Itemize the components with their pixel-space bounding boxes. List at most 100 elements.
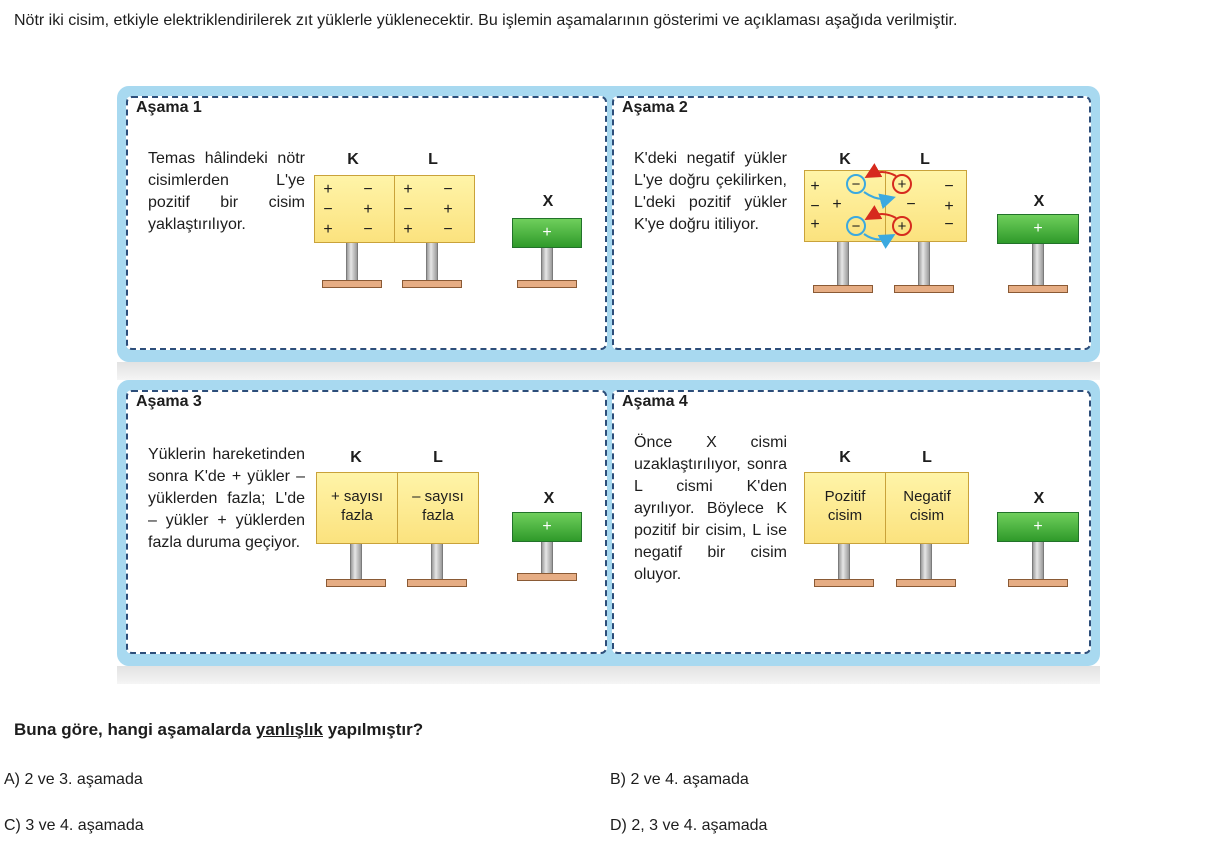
stage-2-k-base	[813, 285, 873, 293]
stage-1-l-charge: +	[403, 181, 413, 198]
stage-3-text: Yüklerin hareketinden sonra K'de + yükle…	[148, 446, 305, 551]
stage-1-l-stand	[426, 243, 438, 281]
stage-2-k-charge: −	[810, 198, 820, 215]
stage-1-x-base	[517, 280, 577, 288]
stage-3-x-body: +	[512, 512, 582, 542]
stage-4-k-base	[814, 579, 874, 587]
stage-2-l-label: L	[920, 151, 930, 168]
red-arrow	[864, 163, 897, 178]
stage-2-k-charge: +	[832, 196, 842, 213]
stage-4-title: Aşama 4	[622, 393, 688, 410]
stage-1-l-base	[402, 280, 462, 288]
stage-4-x-stand	[1032, 542, 1044, 580]
stage-4-text: Önce X cismi uzaklaştırılıyor, sonra L c…	[634, 434, 787, 583]
stage-2-l-charge: −	[944, 216, 954, 233]
option-d[interactable]: D) 2, 3 ve 4. aşamada	[610, 817, 768, 834]
stage-4-k-text: Pozitif cisim	[824, 488, 866, 524]
stage-4-l-label: L	[922, 449, 932, 466]
stage-4-l-text: Negatif cisim	[903, 488, 951, 524]
stage-3-l-label: L	[433, 449, 443, 466]
stage-2-k-label: K	[839, 151, 851, 168]
stage-1-k-base	[322, 280, 382, 288]
blue-arrow	[863, 233, 896, 249]
question-underlined-word: yanlışlık	[255, 720, 323, 739]
stage-2-title: Aşama 2	[622, 99, 688, 116]
stage-3-k-stand	[350, 544, 362, 580]
stage-1-x-stand	[541, 248, 553, 280]
stage-1-x-label: X	[542, 193, 554, 210]
stage-3-l-base	[407, 579, 467, 587]
stage-1-l-body: + − − + + −	[394, 175, 475, 243]
stage-4-x-charge: +	[1033, 518, 1043, 535]
stage-3-x-stand	[541, 542, 553, 574]
stage-1-x-body: +	[512, 218, 582, 248]
stage-2-l-charge: +	[944, 198, 954, 215]
stage-1-x-charge: +	[542, 224, 552, 241]
stage-1-k-stand	[346, 243, 358, 281]
stage-2-k-charge: +	[810, 216, 820, 233]
stage-1-k-body: + − − + + −	[314, 175, 395, 243]
stage-4-k-label: K	[839, 449, 851, 466]
stage-1-text: Temas hâlindeki nötr cisimlerden L'ye po…	[148, 150, 305, 233]
stage-2-charge-migration-diagram: − − + +	[846, 163, 912, 249]
stage-1-k-label: K	[347, 151, 359, 168]
stage-3-l-stand	[431, 544, 443, 580]
stage-2: Aşama 2 K'deki negatif yükler L'ye doğru…	[612, 96, 1091, 350]
stage-4-l-stand	[920, 544, 932, 580]
stage-4-k-body: Pozitif cisim	[804, 472, 886, 544]
stage-3-k-base	[326, 579, 386, 587]
positive-charge-circle	[892, 174, 912, 194]
positive-charge-sign: +	[898, 218, 907, 235]
positive-charge-circle	[892, 216, 912, 236]
blue-arrow	[863, 191, 896, 209]
stage-1-k-charge: +	[323, 221, 333, 238]
stage-1-k-charge: +	[323, 181, 333, 198]
question-text-end: yapılmıştır?	[322, 720, 424, 739]
top-panel-shadow	[117, 362, 1100, 380]
stage-4-x-base	[1008, 579, 1068, 587]
stage-4-l-body: Negatif cisim	[885, 472, 969, 544]
stage-2-k-stand	[837, 242, 849, 286]
bottom-panel-shadow	[117, 666, 1100, 684]
stage-1-k-charge: +	[363, 201, 373, 218]
stage-3-title: Aşama 3	[136, 393, 202, 410]
stage-2-x-stand	[1032, 244, 1044, 286]
stage-2-x-label: X	[1033, 193, 1045, 210]
stage-1-l-label: L	[428, 151, 438, 168]
stage-3-x-label: X	[543, 490, 555, 507]
stage-1-title: Aşama 1	[136, 99, 202, 116]
option-c[interactable]: C) 3 ve 4. aşamada	[4, 817, 144, 834]
option-b[interactable]: B) 2 ve 4. aşamada	[610, 771, 749, 788]
stage-3: Aşama 3 Yüklerin hareketinden sonra K'de…	[126, 390, 607, 654]
stage-1: Aşama 1 Temas hâlindeki nötr cisimlerden…	[126, 96, 607, 350]
stage-2-x-body: +	[997, 214, 1079, 244]
stage-2-l-charge: −	[944, 178, 954, 195]
stage-3-l-text: – sayısı fazla	[412, 488, 464, 524]
stage-4-x-label: X	[1033, 490, 1045, 507]
negative-charge-sign: −	[852, 218, 861, 235]
negative-charge-sign: −	[852, 176, 861, 193]
positive-charge-sign: +	[898, 176, 907, 193]
stage-4: Aşama 4 Önce X cismi uzaklaştırılıyor, s…	[612, 390, 1091, 654]
stage-1-l-charge: +	[443, 201, 453, 218]
stage-2-l-base	[894, 285, 954, 293]
option-a[interactable]: A) 2 ve 3. aşamada	[4, 771, 143, 788]
stage-2-x-charge: +	[1033, 220, 1043, 237]
stage-1-k-charge: −	[363, 221, 373, 238]
stage-4-x-body: +	[997, 512, 1079, 542]
stage-1-l-charge: +	[403, 221, 413, 238]
stage-3-x-base	[517, 573, 577, 581]
stage-1-l-charge: −	[403, 201, 413, 218]
stage-2-x-base	[1008, 285, 1068, 293]
question-text: Buna göre, hangi aşamalarda yanlışlık ya…	[14, 720, 423, 740]
red-arrow	[864, 205, 897, 220]
stage-1-l-charge: −	[443, 221, 453, 238]
stage-4-l-base	[896, 579, 956, 587]
stage-3-k-body: + sayısı fazla	[316, 472, 398, 544]
stage-1-l-charge: −	[443, 181, 453, 198]
stage-2-text: K'deki negatif yükler L'ye doğru çekilir…	[634, 150, 787, 233]
stage-3-l-body: – sayısı fazla	[397, 472, 479, 544]
stage-3-k-label: K	[350, 449, 362, 466]
stage-1-k-charge: −	[323, 201, 333, 218]
intro-text: Nötr iki cisim, etkiyle elektriklendiril…	[14, 12, 958, 29]
